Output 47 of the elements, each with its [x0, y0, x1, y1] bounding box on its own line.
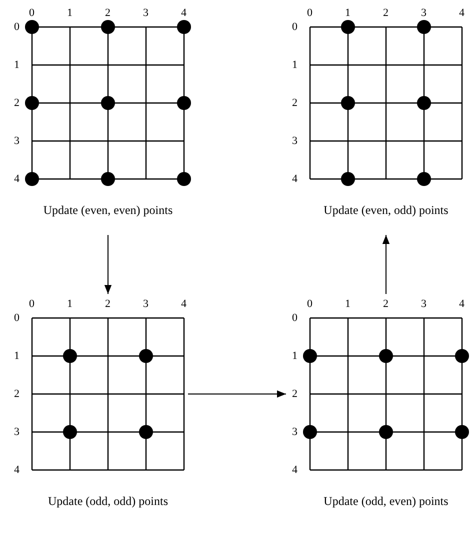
- axis-label: 0: [292, 21, 298, 33]
- axis-label: 4: [292, 464, 298, 476]
- axis-label: 1: [67, 7, 72, 19]
- axis-label: 4: [459, 298, 464, 310]
- axis-label: 0: [14, 312, 20, 324]
- axis-label: 1: [292, 59, 298, 71]
- axis-label: 1: [14, 350, 20, 362]
- axis-label: 1: [67, 298, 72, 310]
- axis-label: 4: [14, 464, 20, 476]
- axis-label: 3: [143, 7, 148, 19]
- axis-label: 2: [14, 97, 20, 109]
- axis-label: 2: [383, 7, 388, 19]
- caption-text: Update (even, even) points: [42, 203, 174, 217]
- axis-label: 1: [14, 59, 20, 71]
- axis-label: 3: [292, 135, 298, 147]
- axis-label: 3: [421, 7, 426, 19]
- axis-label: 3: [14, 135, 20, 147]
- axis-label: 3: [421, 298, 426, 310]
- axis-label: 2: [292, 97, 298, 109]
- caption-text: Update (odd, even) points: [322, 494, 450, 508]
- caption-text: Update (odd, odd) points: [47, 494, 169, 508]
- axis-label: 0: [14, 21, 20, 33]
- axis-label: 1: [292, 350, 298, 362]
- axis-label: 2: [105, 298, 110, 310]
- axis-label: 4: [181, 298, 186, 310]
- axis-label: 3: [292, 426, 298, 438]
- arrow: [104, 234, 112, 294]
- axis-label: 2: [105, 7, 110, 19]
- axis-label: 2: [383, 298, 388, 310]
- axis-label: 4: [181, 7, 186, 19]
- axis-label: 3: [14, 426, 20, 438]
- axis-label: 0: [307, 7, 312, 19]
- axis-label: 0: [307, 298, 312, 310]
- axis-label: 3: [143, 298, 148, 310]
- axis-label: 2: [14, 388, 20, 400]
- axis-label: 4: [292, 173, 298, 185]
- axis-label: 1: [345, 298, 350, 310]
- axis-label: 0: [29, 298, 34, 310]
- axis-label: 0: [29, 7, 34, 19]
- axis-label: 2: [292, 388, 298, 400]
- axis-label: 4: [14, 173, 20, 185]
- caption-text: Update (even, odd) points: [322, 203, 450, 217]
- arrow: [188, 390, 286, 398]
- axis-label: 1: [345, 7, 350, 19]
- arrow: [382, 234, 390, 294]
- axis-label: 4: [459, 7, 464, 19]
- axis-label: 0: [292, 312, 298, 324]
